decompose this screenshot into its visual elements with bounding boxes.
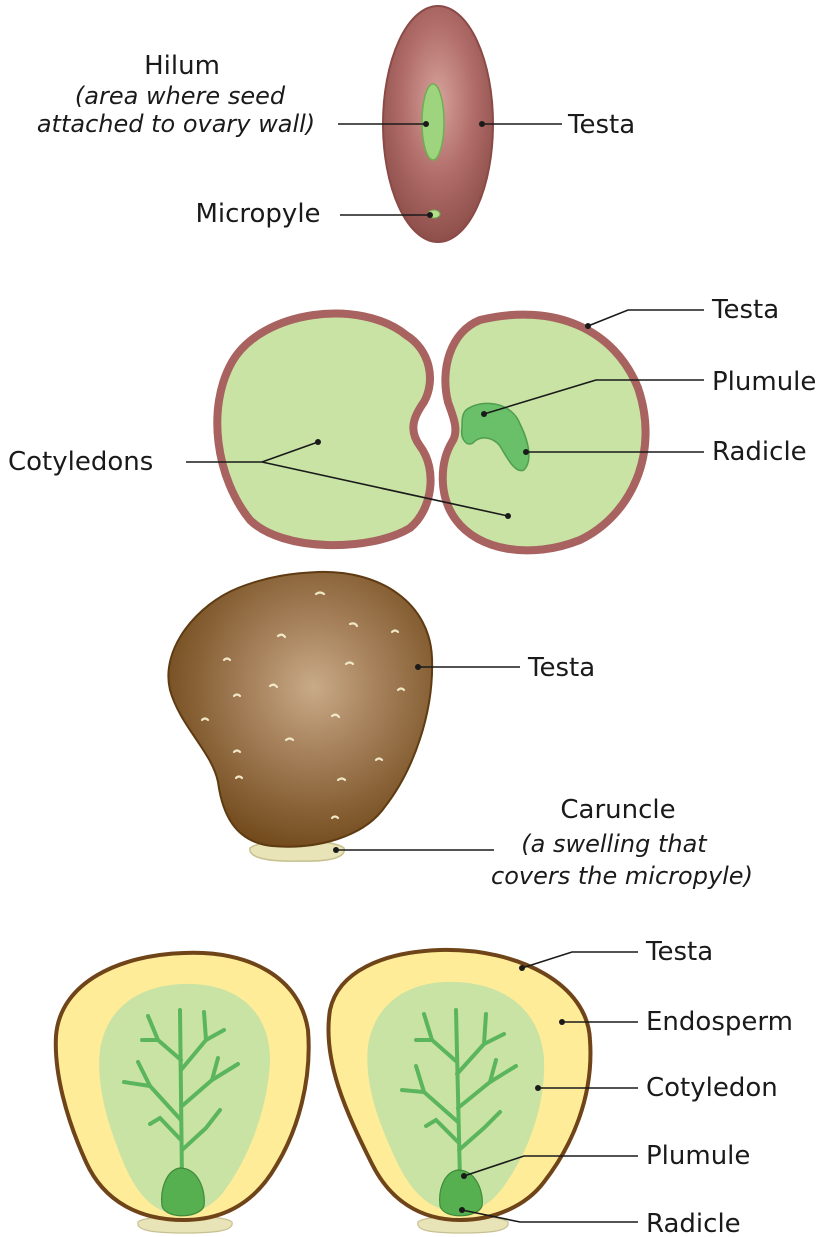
caruncle-leader-dot <box>333 847 339 853</box>
bean-radicle-leader-dot <box>523 449 529 455</box>
hilum-leader-dot <box>423 121 429 127</box>
cotyledons-label: Cotyledons <box>8 447 153 477</box>
micropyle-label: Micropyle <box>195 199 320 229</box>
castor-section-right <box>328 950 590 1233</box>
castor-testa-leader-dot <box>415 664 421 670</box>
caruncle-label: Caruncle <box>560 795 675 825</box>
castor-section-testa-leader-line <box>522 952 638 968</box>
bean-open-testa-leader-dot <box>585 323 591 329</box>
cotyledons-leader-dot-left <box>315 439 321 445</box>
bean-plumule-label: Plumule <box>712 367 816 397</box>
hilum-note-line1: (area where seed <box>75 82 286 110</box>
castor-seed-body <box>168 572 432 847</box>
caruncle-note-line1: (a swelling that <box>521 830 708 858</box>
cotyledons-leader-dot-right <box>505 513 511 519</box>
castor-plumule-leader-dot <box>461 1173 467 1179</box>
bean-testa-leader-dot <box>479 121 485 127</box>
castor-testa-label: Testa <box>527 653 595 683</box>
castor-plumule-label: Plumule <box>646 1141 750 1171</box>
bean-plumule-leader-dot <box>481 411 487 417</box>
castor-radicle-label: Radicle <box>646 1209 741 1237</box>
castor-radicle-leader-dot <box>459 1207 465 1213</box>
cotyledon-label: Cotyledon <box>646 1073 778 1103</box>
micropyle-leader-dot <box>427 212 433 218</box>
caruncle-note-line2: covers the micropyle) <box>491 862 753 890</box>
endosperm-label: Endosperm <box>646 1007 793 1037</box>
endosperm-leader-dot <box>559 1019 565 1025</box>
castor-section-left <box>56 953 309 1233</box>
bean-radicle-label: Radicle <box>712 437 807 467</box>
bean-seed-opened: Testa Plumule Radicle Cotyledons <box>8 295 816 550</box>
castor-seed-sections: Testa Endosperm Cotyledon Plumule Radicl… <box>56 937 793 1237</box>
bean-open-testa-leader-line <box>588 310 704 326</box>
castor-section-testa-label: Testa <box>645 937 713 967</box>
hilum-label: Hilum <box>144 51 220 81</box>
bean-testa-label: Testa <box>567 110 635 140</box>
castor-seed-external: Testa Caruncle (a swelling that covers t… <box>168 572 753 890</box>
bean-seed-external: Hilum (area where seed attached to ovary… <box>37 6 635 242</box>
castor-section-testa-leader-dot <box>519 965 525 971</box>
hilum-note-line2: attached to ovary wall) <box>37 110 315 138</box>
left-cotyledon-half <box>217 314 430 546</box>
cotyledon-leader-dot <box>535 1085 541 1091</box>
bean-open-testa-label: Testa <box>711 295 779 325</box>
